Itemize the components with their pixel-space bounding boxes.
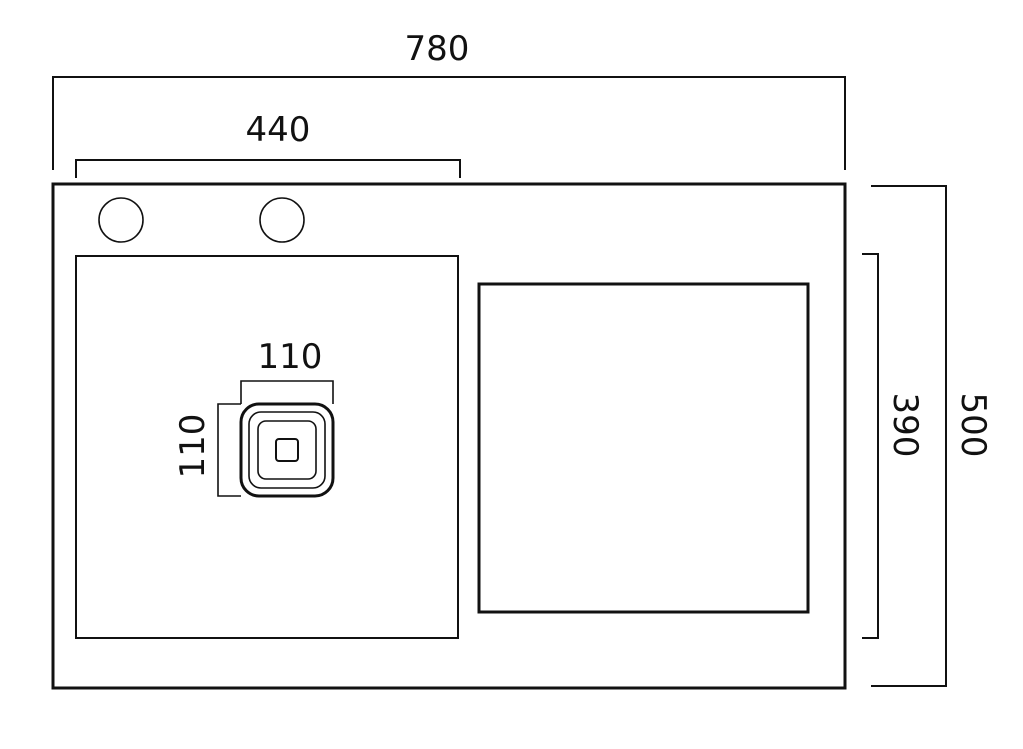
overall-depth-bracket bbox=[871, 185, 947, 687]
drain-outer bbox=[239, 402, 335, 498]
right-section-depth-dimension: 390 bbox=[862, 253, 925, 639]
overall-width-bracket bbox=[52, 76, 846, 170]
faucet-hole-left bbox=[98, 197, 144, 243]
overall-depth-dimension: 500 bbox=[871, 185, 993, 687]
right-section bbox=[477, 282, 810, 614]
drain-height-dimension: 110 bbox=[173, 403, 241, 497]
faucet-hole-right bbox=[259, 197, 305, 243]
drain-height-label: 110 bbox=[173, 414, 213, 479]
left-bowl-width-dimension: 440 bbox=[75, 110, 461, 178]
drain-middle bbox=[248, 411, 326, 489]
drain bbox=[239, 402, 335, 498]
left-bowl-width-label: 440 bbox=[246, 110, 311, 150]
drain-width-bracket bbox=[240, 380, 334, 404]
drain-width-label: 110 bbox=[258, 337, 323, 377]
right-section-depth-bracket bbox=[862, 253, 879, 639]
left-bowl bbox=[75, 255, 459, 639]
left-bowl-width-bracket bbox=[75, 159, 461, 178]
drain-center bbox=[275, 438, 299, 462]
right-section-depth-label: 390 bbox=[885, 393, 925, 458]
drain-inner bbox=[257, 420, 317, 480]
sink-outline bbox=[51, 182, 847, 690]
drain-height-bracket bbox=[217, 403, 241, 497]
drain-width-dimension: 110 bbox=[240, 337, 334, 404]
overall-width-dimension: 780 bbox=[52, 29, 846, 170]
overall-width-label: 780 bbox=[405, 29, 470, 69]
overall-depth-label: 500 bbox=[953, 393, 993, 458]
